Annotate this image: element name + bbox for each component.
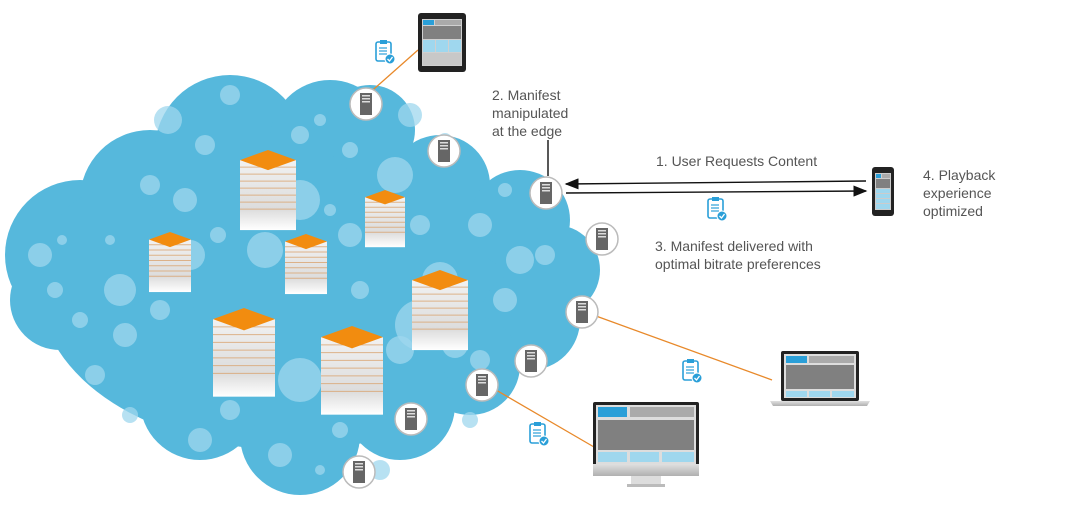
link-tablet xyxy=(365,49,419,97)
bubble xyxy=(195,135,215,155)
bubble xyxy=(468,213,492,237)
step-4-line-2: experience xyxy=(923,185,992,201)
edge-node xyxy=(585,222,619,256)
origin-servers xyxy=(149,150,468,415)
bubble xyxy=(462,412,478,428)
bubble xyxy=(338,223,362,247)
bubble xyxy=(122,407,138,423)
step-3-line-1: 3. Manifest delivered with xyxy=(655,238,813,254)
step-4-label: 4. Playback experience optimized xyxy=(923,166,995,220)
device-links xyxy=(365,49,773,448)
manifest-icon xyxy=(682,359,703,384)
bubble xyxy=(150,300,170,320)
step-2-line-1: 2. Manifest xyxy=(492,87,561,103)
step-3-line-2: optimal bitrate preferences xyxy=(655,256,821,272)
bubble xyxy=(498,183,512,197)
manifest-icon xyxy=(707,197,728,222)
step-3-label: 3. Manifest delivered with optimal bitra… xyxy=(655,237,821,273)
bubble xyxy=(154,106,182,134)
bubble xyxy=(85,365,105,385)
step-4-line-1: 4. Playback xyxy=(923,167,996,183)
bubble xyxy=(470,350,490,370)
bubble xyxy=(314,114,326,126)
edge-node xyxy=(342,455,376,489)
bubble xyxy=(47,282,63,298)
bubble xyxy=(535,245,555,265)
edge-node xyxy=(529,176,563,210)
link-laptop xyxy=(595,315,773,381)
bubble xyxy=(28,243,52,267)
smartphone-icon xyxy=(872,167,894,216)
bubble xyxy=(210,227,226,243)
bubble xyxy=(324,204,336,216)
bubble xyxy=(247,232,283,268)
bubble xyxy=(72,312,88,328)
bubble xyxy=(220,400,240,420)
origin-server-stack xyxy=(321,326,383,415)
origin-server-stack xyxy=(412,270,468,351)
link-desktop xyxy=(495,389,595,448)
manifest-icon xyxy=(375,40,396,65)
step-4-line-3: optimized xyxy=(923,203,983,219)
bubble xyxy=(493,288,517,312)
bubble xyxy=(278,358,322,402)
tablet-icon xyxy=(418,13,466,72)
bubble xyxy=(113,323,137,347)
response-arrow xyxy=(565,185,868,197)
origin-server-stack xyxy=(213,308,275,397)
edge-nodes xyxy=(342,87,619,489)
manifest-icons xyxy=(375,40,728,447)
manifest-icon xyxy=(529,422,550,447)
edge-node xyxy=(514,344,548,378)
origin-server-stack xyxy=(149,232,191,293)
bubble xyxy=(291,126,309,144)
bubble xyxy=(315,465,325,475)
edge-node xyxy=(394,402,428,436)
step-2-label: 2. Manifest manipulated at the edge xyxy=(492,86,568,140)
bubble xyxy=(268,443,292,467)
bubble xyxy=(386,336,414,364)
bubble xyxy=(104,274,136,306)
bubble xyxy=(220,85,240,105)
edge-node xyxy=(565,295,599,329)
step-2-line-3: at the edge xyxy=(492,123,563,139)
bubble xyxy=(410,215,430,235)
request-arrows xyxy=(547,140,868,197)
edge-node xyxy=(349,87,383,121)
edge-node xyxy=(465,368,499,402)
bubble xyxy=(351,281,369,299)
laptop-icon xyxy=(770,351,870,406)
bubble xyxy=(398,103,422,127)
step-2-line-2: manipulated xyxy=(492,105,569,121)
bubble xyxy=(105,235,115,245)
step-1-line-1: 1. User Requests Content xyxy=(656,153,818,169)
origin-server-stack xyxy=(285,234,327,295)
bubble xyxy=(188,428,212,452)
bubble xyxy=(377,157,413,193)
bubble xyxy=(332,422,348,438)
origin-server-stack xyxy=(240,150,296,231)
desktop-monitor-icon xyxy=(593,402,699,487)
bubble xyxy=(506,246,534,274)
origin-server-stack xyxy=(365,190,405,248)
bubble xyxy=(173,188,197,212)
bubble xyxy=(342,142,358,158)
bubble xyxy=(140,175,160,195)
edge-node xyxy=(427,134,461,168)
request-arrow xyxy=(564,178,867,190)
bubble xyxy=(57,235,67,245)
step-1-label: 1. User Requests Content xyxy=(656,152,817,170)
